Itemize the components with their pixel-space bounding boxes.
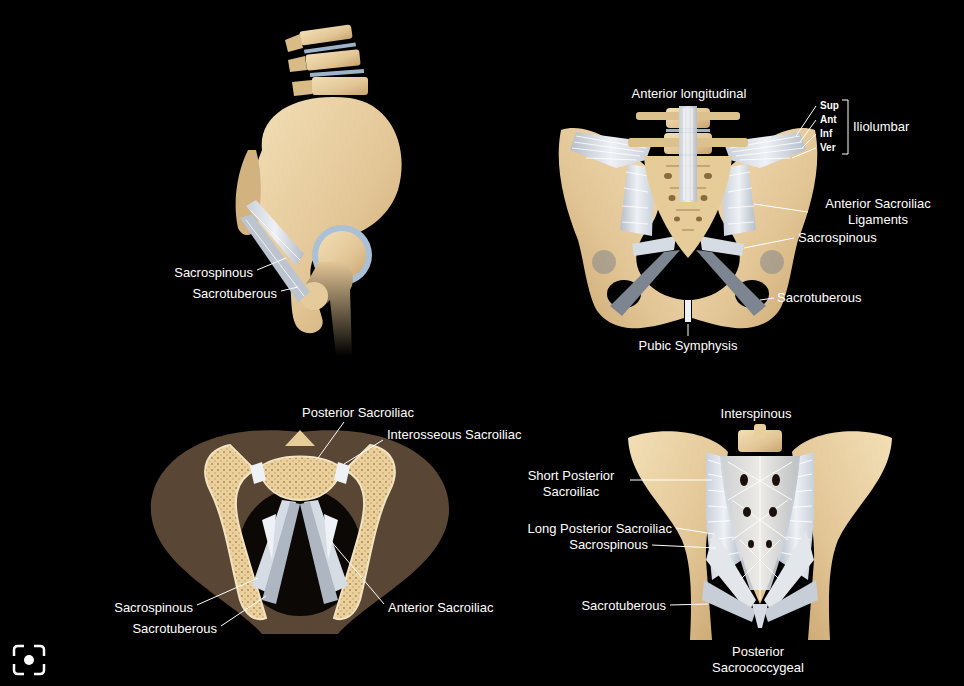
part-label: Sacrospinous — [114, 600, 193, 616]
part-label: Ver — [820, 142, 836, 155]
part-label: Iliolumbar — [853, 119, 909, 135]
lens-icon — [14, 646, 44, 674]
part-label: Anterior longitudinal — [632, 86, 747, 102]
part-label: Sacrotuberous — [192, 286, 277, 302]
part-label: Sacrotuberous — [132, 621, 217, 637]
part-label: Interosseous Sacroiliac — [387, 427, 521, 443]
part-label: Sup — [820, 100, 839, 113]
part-label: Pubic Symphysis — [639, 338, 738, 354]
part-label: Sacrospinous — [569, 537, 648, 553]
lateral-view — [236, 24, 402, 356]
part-label: Ant — [820, 114, 837, 127]
part-label: Long Posterior Sacroiliac — [527, 521, 672, 537]
part-label: Sacrospinous — [174, 265, 253, 281]
part-label: Inf — [820, 128, 832, 141]
part-label: Sacrotuberous — [581, 598, 666, 614]
part-label: Short Posterior Sacroiliac — [516, 468, 626, 501]
part-label: Posterior Sacroiliac — [302, 405, 414, 421]
part-label: Interspinous — [721, 406, 792, 422]
part-label: Sacrotuberous — [777, 290, 862, 306]
part-label: Posterior Sacrococcygeal — [690, 644, 826, 677]
part-label: Anterior Sacroiliac Ligaments — [815, 196, 941, 229]
part-label: Anterior Sacroiliac — [388, 600, 494, 616]
part-label: Sacrospinous — [798, 230, 877, 246]
